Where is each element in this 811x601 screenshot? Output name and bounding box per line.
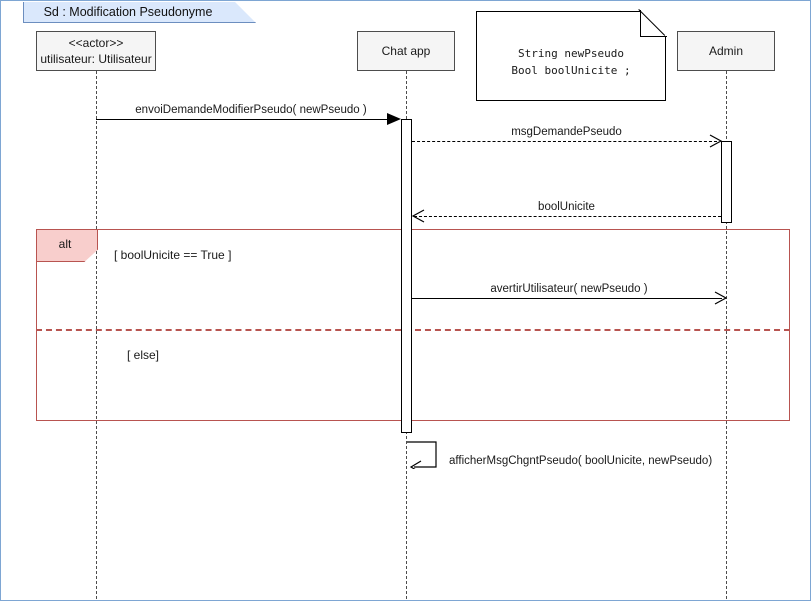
message-arrowhead-m4	[714, 291, 728, 305]
participant-utilisateur-stereotype: <<actor>>	[68, 35, 124, 50]
message-label-m2: msgDemandePseudo	[511, 126, 622, 138]
alt-fragment-operator: alt	[58, 237, 72, 251]
participant-admin[interactable]: Admin	[677, 31, 775, 71]
message-label-m4: avertirUtilisateur( newPseudo )	[490, 283, 648, 295]
note-body	[476, 11, 666, 101]
message-arrowhead-m2	[709, 134, 723, 148]
message-label-m1: envoiDemandeModifierPseudo( newPseudo )	[135, 104, 367, 116]
message-arrowhead-m1	[387, 113, 401, 125]
note-text: String newPseudo Bool boolUnicite ;	[511, 47, 631, 77]
note-fold-corner	[640, 10, 667, 37]
activation-chatapp	[401, 119, 412, 433]
participant-utilisateur-name: utilisateur: Utilisateur	[40, 52, 152, 66]
message-arrowhead-m3	[411, 209, 425, 223]
participant-utilisateur[interactable]: <<actor>> utilisateur: Utilisateur	[36, 31, 156, 71]
message-line-m3	[414, 216, 721, 217]
note-variables: String newPseudo Bool boolUnicite ;	[476, 10, 667, 101]
lifeline-admin	[726, 71, 727, 599]
message-label-m3: boolUnicite	[538, 201, 595, 213]
alt-guard-1: [ boolUnicite == True ]	[114, 248, 232, 262]
alt-fragment-tag: alt	[36, 229, 98, 262]
participant-chatapp[interactable]: Chat app	[357, 31, 455, 71]
lifeline-utilisateur	[96, 71, 97, 599]
participant-admin-name: Admin	[708, 43, 743, 58]
message-line-m2	[412, 141, 717, 142]
alt-fragment-divider	[36, 329, 790, 331]
activation-admin	[721, 141, 732, 223]
message-label-m5: afficherMsgChgntPseudo( boolUnicite, new…	[449, 455, 713, 467]
message-line-m4	[412, 298, 722, 299]
sd-frame-tab: Sd : Modification Pseudonyme	[23, 2, 256, 23]
message-selfloop-m5	[407, 441, 437, 469]
alt-guard-2: [ else]	[127, 348, 160, 362]
sd-frame-label: Sd : Modification Pseudonyme	[43, 5, 213, 19]
participant-chatapp-name: Chat app	[381, 43, 431, 58]
message-line-m1	[96, 119, 393, 120]
